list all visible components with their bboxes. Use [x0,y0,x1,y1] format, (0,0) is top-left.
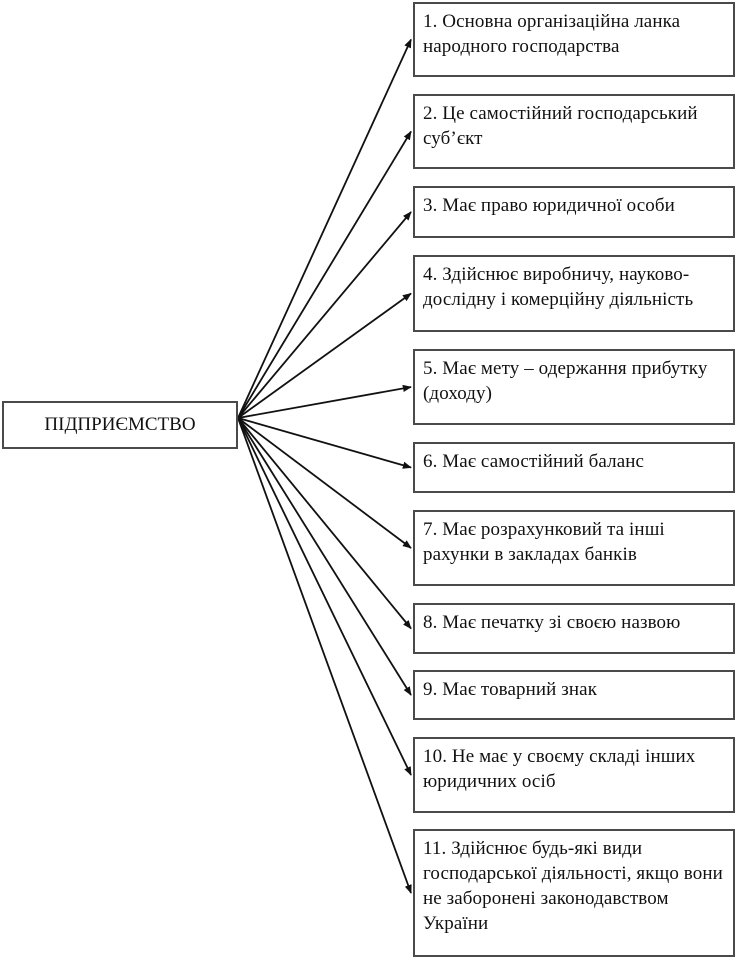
arrow-to-box-9 [237,417,412,696]
arrow-to-box-1 [237,38,412,419]
arrow-to-box-4 [237,292,412,419]
root-node-enterprise: ПІДПРИЄМСТВО [2,401,238,449]
characteristic-box-10: 10. Не має у своєму складі інших юридичн… [413,737,735,813]
characteristic-box-6: 6. Має самостійний баланс [413,442,735,493]
characteristic-text: 9. Має товарний знак [423,679,598,700]
characteristic-text: 4. Здійснює виробничу, науково-дослідну … [423,264,694,310]
characteristic-text: 5. Має мету – одержання прибутку (доходу… [423,358,708,404]
characteristic-box-8: 8. Має печатку зі своєю назвою [413,603,735,654]
characteristic-text: 10. Не має у своєму складі інших юридичн… [423,746,696,792]
root-node-label: ПІДПРИЄМСТВО [44,414,196,435]
characteristic-text: 7. Має розрахунковий та інші рахунки в з… [423,519,665,565]
arrow-to-box-7 [237,417,412,549]
arrow-to-box-10 [237,417,412,776]
characteristic-box-4: 4. Здійснює виробничу, науково-дослідну … [413,255,735,332]
characteristic-text: 11. Здійснює будь-які види господарської… [423,838,723,934]
arrow-to-box-8 [237,417,412,630]
characteristic-text: 2. Це самостійний господарський суб’єкт [423,103,698,149]
characteristic-box-3: 3. Має право юридичної особи [413,186,735,238]
arrow-to-box-5 [237,384,412,419]
arrow-to-box-6 [237,417,412,469]
characteristic-text: 8. Має печатку зі своєю назвою [423,612,681,633]
characteristic-text: 6. Має самостійний баланс [423,451,645,472]
characteristic-box-2: 2. Це самостійний господарський суб’єкт [413,94,735,169]
characteristic-text: 1. Основна організаційна ланка народного… [423,11,681,57]
characteristic-box-5: 5. Має мету – одержання прибутку (доходу… [413,349,735,425]
characteristic-text: 3. Має право юридичної особи [423,195,675,216]
arrow-to-box-3 [237,211,412,419]
characteristic-box-7: 7. Має розрахунковий та інші рахунки в з… [413,510,735,586]
characteristic-box-11: 11. Здійснює будь-які види господарської… [413,829,735,957]
arrow-to-box-11 [237,417,412,894]
characteristic-box-1: 1. Основна організаційна ланка народного… [413,2,735,77]
arrow-to-box-2 [237,130,412,419]
characteristic-box-9: 9. Має товарний знак [413,670,735,720]
